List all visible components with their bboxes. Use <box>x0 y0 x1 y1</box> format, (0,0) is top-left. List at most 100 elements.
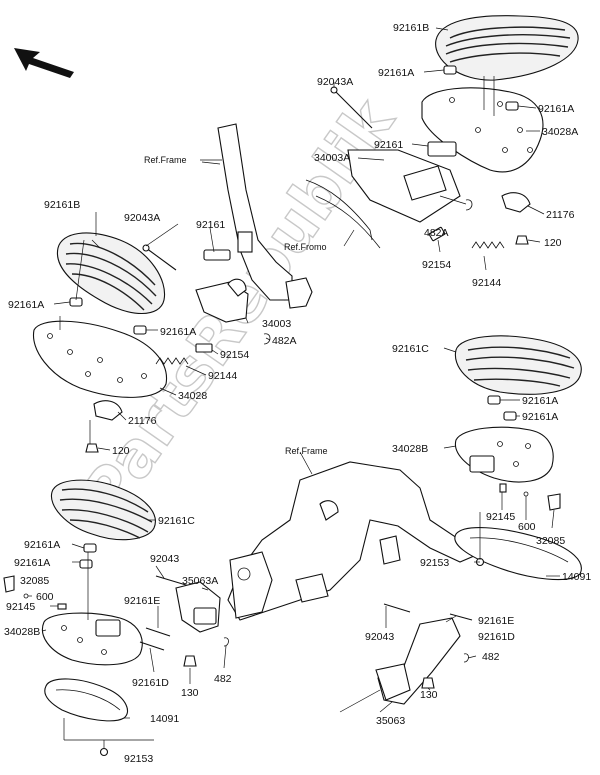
label-right-14091: 14091 <box>562 571 591 583</box>
label-right-92161A-1: 92161A <box>522 395 558 407</box>
spring-92144-top <box>471 241 505 249</box>
label-top-482A: 482A <box>424 227 449 239</box>
label-bc-35063A: 35063A <box>182 575 218 587</box>
grommet-92161A-top-1 <box>443 65 457 75</box>
footboard-plate-34028 <box>32 320 168 398</box>
bolt-120-top <box>515 235 529 245</box>
label-bc-130-1: 130 <box>181 687 199 699</box>
label-right-92153: 92153 <box>420 557 449 569</box>
label-right-92161A-2: 92161A <box>522 411 558 423</box>
label-top-92161A-2: 92161A <box>538 103 574 115</box>
grommet-92161A-left-2 <box>133 325 147 335</box>
leader-lines <box>28 27 560 748</box>
label-left-92161B: 92161B <box>44 199 80 211</box>
clip-482A-left <box>263 333 271 345</box>
label-bl-92161C: 92161C <box>158 515 195 527</box>
label-bc-35063: 35063 <box>376 715 405 727</box>
footboard-plate-34028B-right <box>454 426 554 483</box>
footboard-plate-34028A <box>421 87 544 173</box>
label-top-34028A: 34028A <box>542 126 578 138</box>
label-bc-92161E-1: 92161E <box>124 595 160 607</box>
label-left-92043A: 92043A <box>124 212 160 224</box>
label-right-92145: 92145 <box>486 511 515 523</box>
label-right-32085: 32085 <box>536 535 565 547</box>
label-top-92154: 92154 <box>422 259 451 271</box>
pin-92161E-bottom-1 <box>145 627 171 637</box>
screw-92145-right <box>499 483 507 493</box>
washer-600-right <box>523 491 529 497</box>
label-bl-92161A-2: 92161A <box>14 557 50 569</box>
grommet-92161A-top-2 <box>505 101 519 111</box>
label-left-120: 120 <box>112 445 130 457</box>
label-bc-92161D-1: 92161D <box>132 677 169 689</box>
frame-reference-top <box>200 123 313 309</box>
pin-92154-top <box>428 226 446 242</box>
pin-92161D-bottom-1 <box>139 641 165 651</box>
label-bl-92153: 92153 <box>124 753 153 765</box>
spring-92144-left <box>155 357 189 365</box>
plate-32085-bottom <box>3 575 15 593</box>
pin-92043A-left <box>142 244 177 271</box>
label-left-92154: 92154 <box>220 349 249 361</box>
bracket-34003A <box>305 141 461 249</box>
label-bc-130-2: 130 <box>420 689 438 701</box>
label-left-482A: 482A <box>272 335 297 347</box>
label-bc-482-1: 482 <box>214 673 232 685</box>
label-right-34028B: 34028B <box>392 443 428 455</box>
bracket-35063A <box>175 581 221 633</box>
grommet-92161A-bottom-2 <box>79 559 93 569</box>
label-top-92144: 92144 <box>472 277 501 289</box>
cover-14091-bottom <box>44 678 128 722</box>
bolt-130-bottom-2 <box>421 677 435 689</box>
footboard-pad-92161C-right <box>454 335 582 395</box>
footboard-pad-92161B-top <box>435 15 579 81</box>
label-bl-92145: 92145 <box>6 601 35 613</box>
grommet-92161A-right-2 <box>503 411 517 421</box>
footboard-plate-34028B-bottom <box>42 612 143 666</box>
plate-32085-right <box>547 493 561 511</box>
label-top-92043A: 92043A <box>317 76 353 88</box>
grommet-92161A-bottom-1 <box>83 543 97 553</box>
label-bc-92161E-2: 92161E <box>478 615 514 627</box>
label-left-92161A-1: 92161A <box>8 299 44 311</box>
pin-92161E-bottom-2 <box>383 603 411 613</box>
label-bl-34028B: 34028B <box>4 626 40 638</box>
label-bl-32085: 32085 <box>20 575 49 587</box>
label-right-92161C: 92161C <box>392 343 429 355</box>
clip-482A-top <box>465 199 473 211</box>
bolt-92153-bottom <box>99 747 109 757</box>
label-top-92161A-1: 92161A <box>378 67 414 79</box>
ref-frame-mid-label: Ref.Fromo <box>284 242 327 252</box>
bolt-130-bottom-1 <box>183 655 197 667</box>
label-top-92161: 92161 <box>374 139 403 151</box>
label-top-21176: 21176 <box>546 209 575 221</box>
label-right-600: 600 <box>518 521 536 533</box>
rubber-21176-left <box>93 400 123 421</box>
clip-482-bottom-1 <box>223 637 229 647</box>
label-bl-14091: 14091 <box>150 713 179 725</box>
ref-frame-top-label: Ref.Frame <box>144 155 187 165</box>
rubber-21176-top <box>501 192 531 213</box>
front-direction-arrow-icon <box>14 48 74 78</box>
footboard-pad-92161B-left <box>56 232 166 315</box>
label-bc-92043-1: 92043 <box>150 553 179 565</box>
label-bc-92161D-2: 92161D <box>478 631 515 643</box>
label-bc-482-2: 482 <box>482 651 500 663</box>
label-left-34028: 34028 <box>178 390 207 402</box>
pin-92154-left <box>195 343 213 353</box>
label-bl-600: 600 <box>36 591 54 603</box>
bracket-35063 <box>375 617 461 705</box>
label-top-92161B: 92161B <box>393 22 429 34</box>
bolt-120-left <box>85 443 99 453</box>
label-bc-92043-2: 92043 <box>365 631 394 643</box>
pin-92161D-bottom-2 <box>449 613 473 621</box>
footboard-pad-92161C-bottom <box>50 479 156 541</box>
label-left-34003: 34003 <box>262 318 291 330</box>
label-top-34003A: 34003A <box>314 152 350 164</box>
label-left-92144: 92144 <box>208 370 237 382</box>
washer-600-bottom <box>23 593 29 599</box>
label-left-92161A-2: 92161A <box>160 326 196 338</box>
bracket-34003 <box>195 249 249 323</box>
grommet-92161A-right-1 <box>487 395 501 405</box>
label-left-21176: 21176 <box>128 415 157 427</box>
